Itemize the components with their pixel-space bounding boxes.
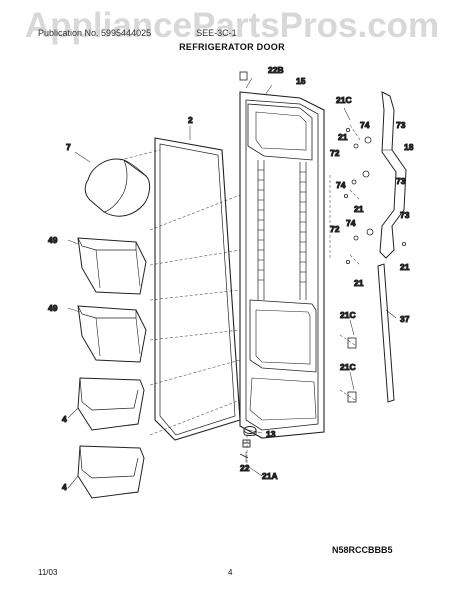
- callout-4-b: 4: [62, 482, 67, 492]
- callout-15: 15: [296, 76, 306, 86]
- door-shelf-lower: [77, 445, 145, 499]
- door-trim-strip: [377, 263, 395, 403]
- callout-21C-mid: 21C: [340, 310, 356, 320]
- door-gasket: [154, 137, 241, 441]
- callout-21-b: 21: [354, 204, 364, 214]
- door-shelf-upper: [77, 377, 145, 431]
- door-lower-compartment: [249, 299, 317, 421]
- handle-mount-screws: [343, 127, 406, 264]
- callout-21-c: 21: [400, 262, 410, 272]
- callout-72-a: 72: [330, 148, 340, 158]
- callout-21A: 21A: [262, 471, 278, 481]
- publication-number: Publication No. 5995444025: [38, 28, 152, 38]
- callout-4-a: 4: [62, 414, 67, 424]
- callout-22: 22: [240, 463, 250, 473]
- callout-21-a: 21: [338, 132, 348, 142]
- callout-21C-low: 21C: [340, 362, 356, 372]
- dairy-cover: [84, 158, 151, 217]
- callout-73-c: 73: [400, 210, 410, 220]
- model-code: N58RCCBBB5: [332, 545, 393, 555]
- callout-7: 7: [66, 142, 71, 152]
- callout-72-b: 72: [330, 224, 340, 234]
- page-title: REFRIGERATOR DOOR: [179, 42, 285, 52]
- callout-74-c: 74: [346, 218, 356, 228]
- door-bin-upper: [77, 237, 147, 295]
- callout-74-a: 74: [360, 120, 370, 130]
- callout-13: 13: [266, 429, 276, 439]
- door-handle: [379, 91, 407, 259]
- callout-37: 37: [400, 314, 410, 324]
- callout-74-b: 74: [336, 180, 346, 190]
- publication-header: Publication No. 5995444025 SEE-3C-1: [38, 28, 237, 38]
- page-number: 4: [228, 568, 233, 577]
- callout-73-a: 73: [396, 120, 406, 130]
- watermark: AppliancePartsPros.com: [24, 6, 440, 45]
- callout-22B: 22B: [268, 65, 284, 75]
- callout-73-b: 73: [396, 176, 406, 186]
- callout-49-b: 49: [48, 303, 58, 313]
- callout-18: 18: [404, 142, 414, 152]
- trim-clips: [347, 337, 357, 403]
- header-model: SEE-3C-1: [196, 28, 237, 38]
- callout-21-d: 21: [354, 278, 364, 288]
- door-bin-lower: [77, 305, 147, 363]
- callout-49-a: 49: [48, 235, 58, 245]
- callout-2: 2: [188, 115, 193, 125]
- hinge-hardware: [239, 426, 257, 459]
- door-panel: [239, 91, 325, 439]
- footer-date: 11/03: [38, 568, 58, 577]
- cap-plug-22b: [239, 71, 248, 81]
- callout-21C-top: 21C: [336, 95, 352, 105]
- shelf-rail-notches: [258, 169, 306, 283]
